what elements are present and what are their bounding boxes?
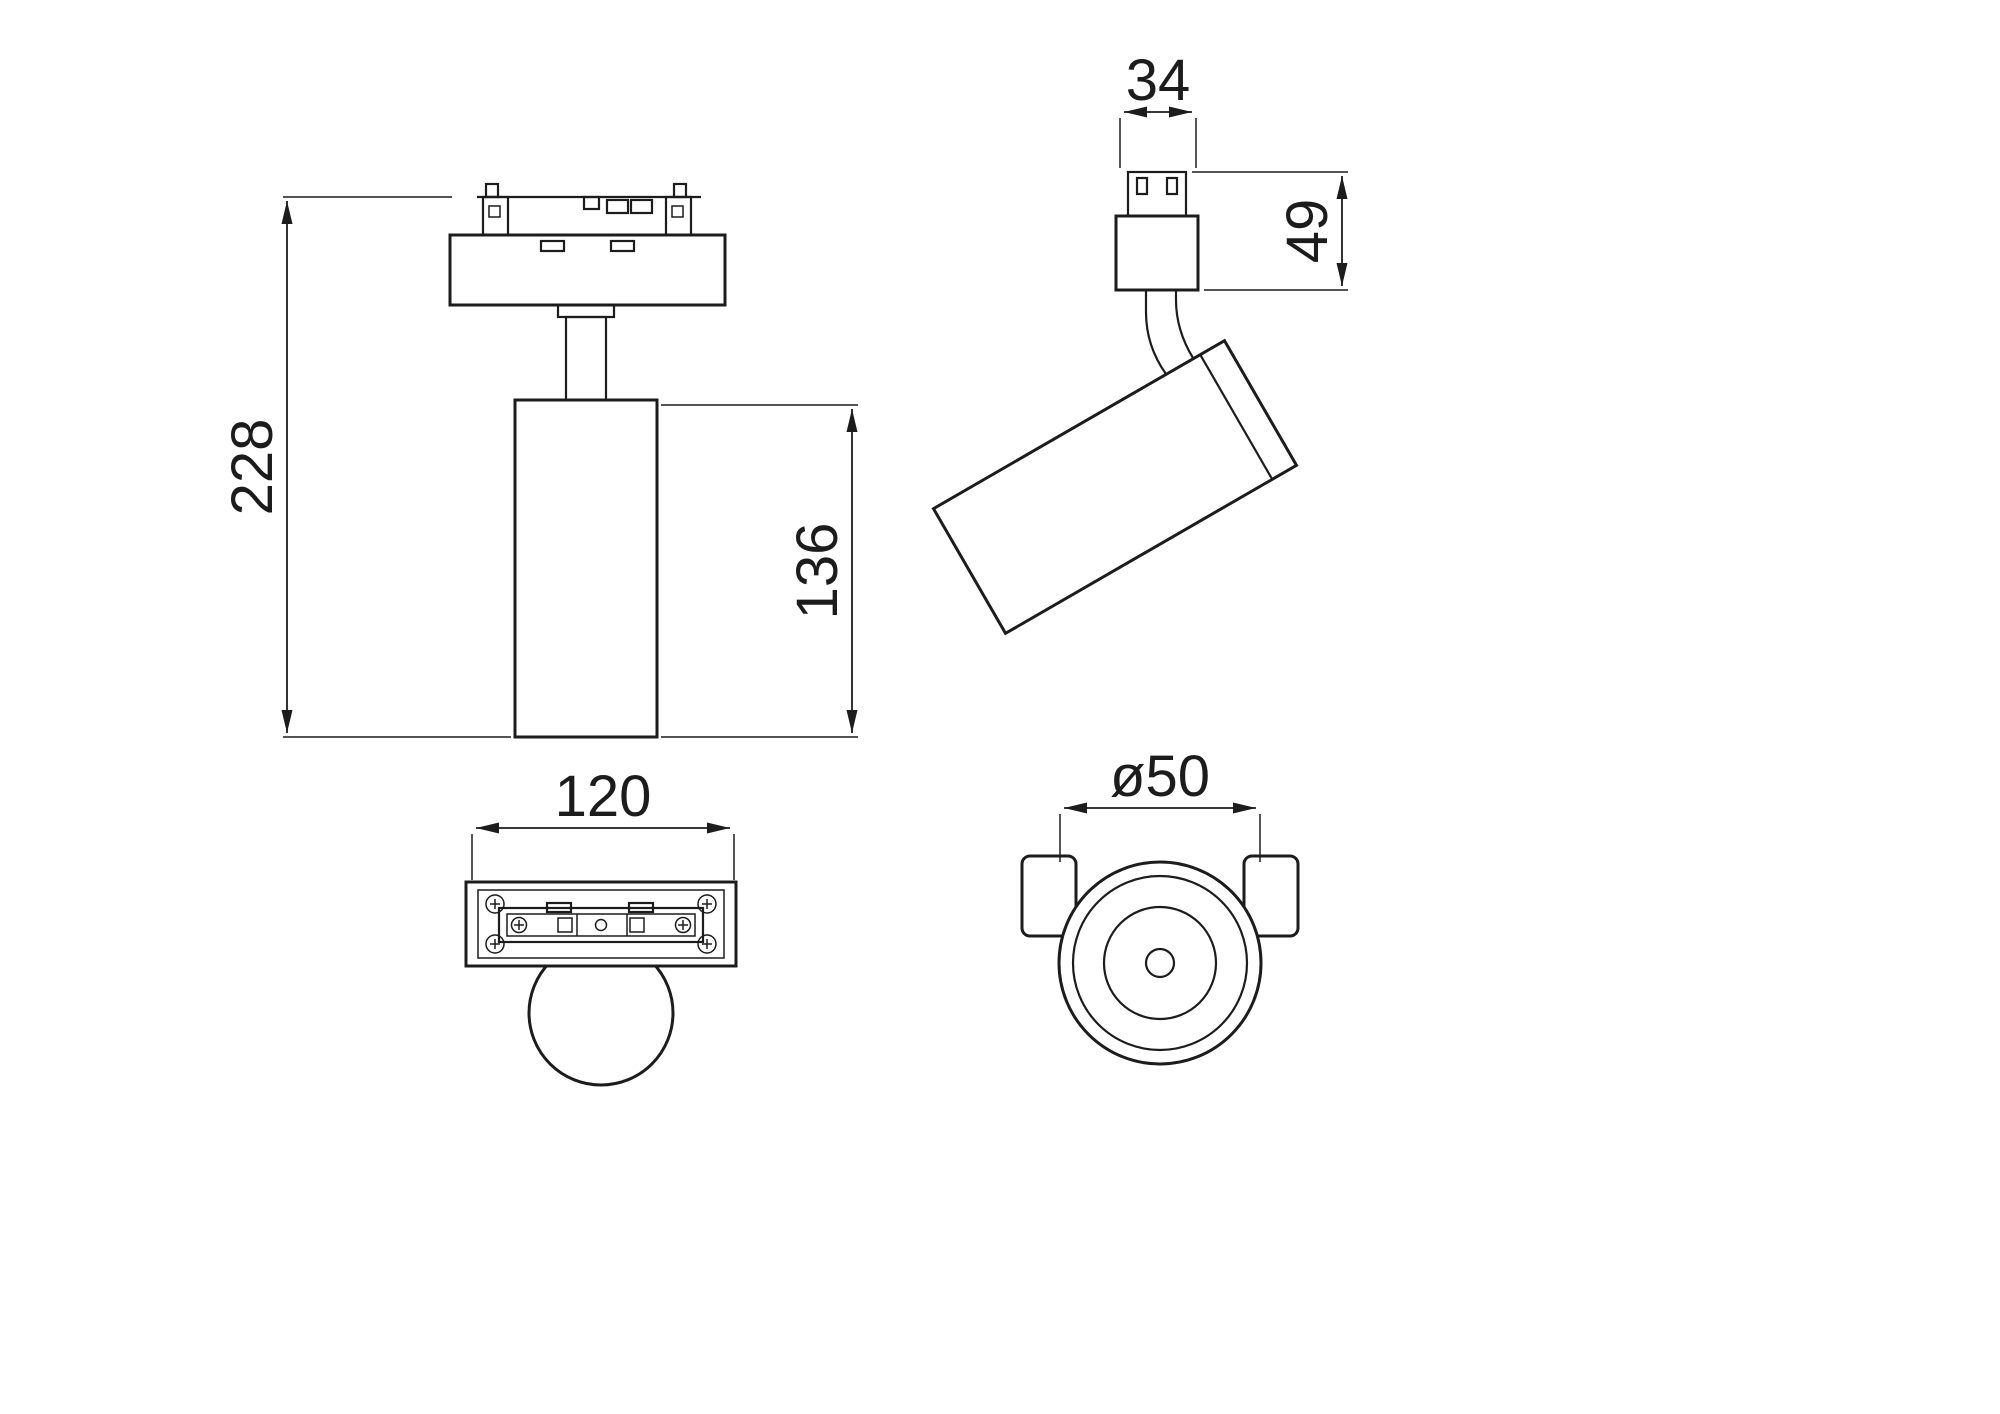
dimension-body-height: 136: [661, 404, 858, 738]
adapter-body-side: [1114, 214, 1200, 292]
dimension-total-height: 228: [220, 196, 511, 738]
dimension-head-diameter: ø50: [1059, 744, 1261, 862]
dim-label-base-width: 120: [555, 764, 652, 829]
lamp-head-center: [1144, 947, 1176, 979]
side-view: [931, 170, 1299, 636]
dimension-base-width: 120: [471, 764, 735, 880]
screw-icon: [485, 934, 505, 954]
lamp-body-side: [931, 338, 1299, 636]
screw-icon: [510, 916, 528, 934]
dim-label-body-height: 136: [785, 523, 850, 620]
adapter-body-front: [448, 233, 727, 307]
dimension-adapter-height: 49: [1192, 171, 1348, 291]
head-view: [1020, 854, 1300, 1066]
front-view: [448, 182, 727, 739]
lamp-head-outer: [1057, 860, 1263, 1066]
side-tab-left: [1020, 854, 1078, 938]
lamp-body-front: [513, 398, 659, 739]
dim-label-head-diameter: ø50: [1110, 744, 1210, 809]
side-tab-right: [1242, 854, 1300, 938]
dim-label-adapter-height: 49: [1275, 199, 1340, 264]
stem-side: [1144, 290, 1167, 375]
screw-icon: [697, 894, 717, 914]
screw-icon: [485, 894, 505, 914]
stem-collar-front: [556, 303, 616, 319]
dimension-connector-width: 34: [1119, 48, 1197, 168]
dim-label-total-height: 228: [220, 419, 285, 516]
bottom-view: [464, 880, 738, 1087]
stem-front: [564, 315, 608, 402]
connector-strip: [497, 906, 705, 944]
screw-icon: [697, 934, 717, 954]
dim-label-connector-width: 34: [1126, 48, 1191, 113]
screw-icon: [674, 916, 692, 934]
